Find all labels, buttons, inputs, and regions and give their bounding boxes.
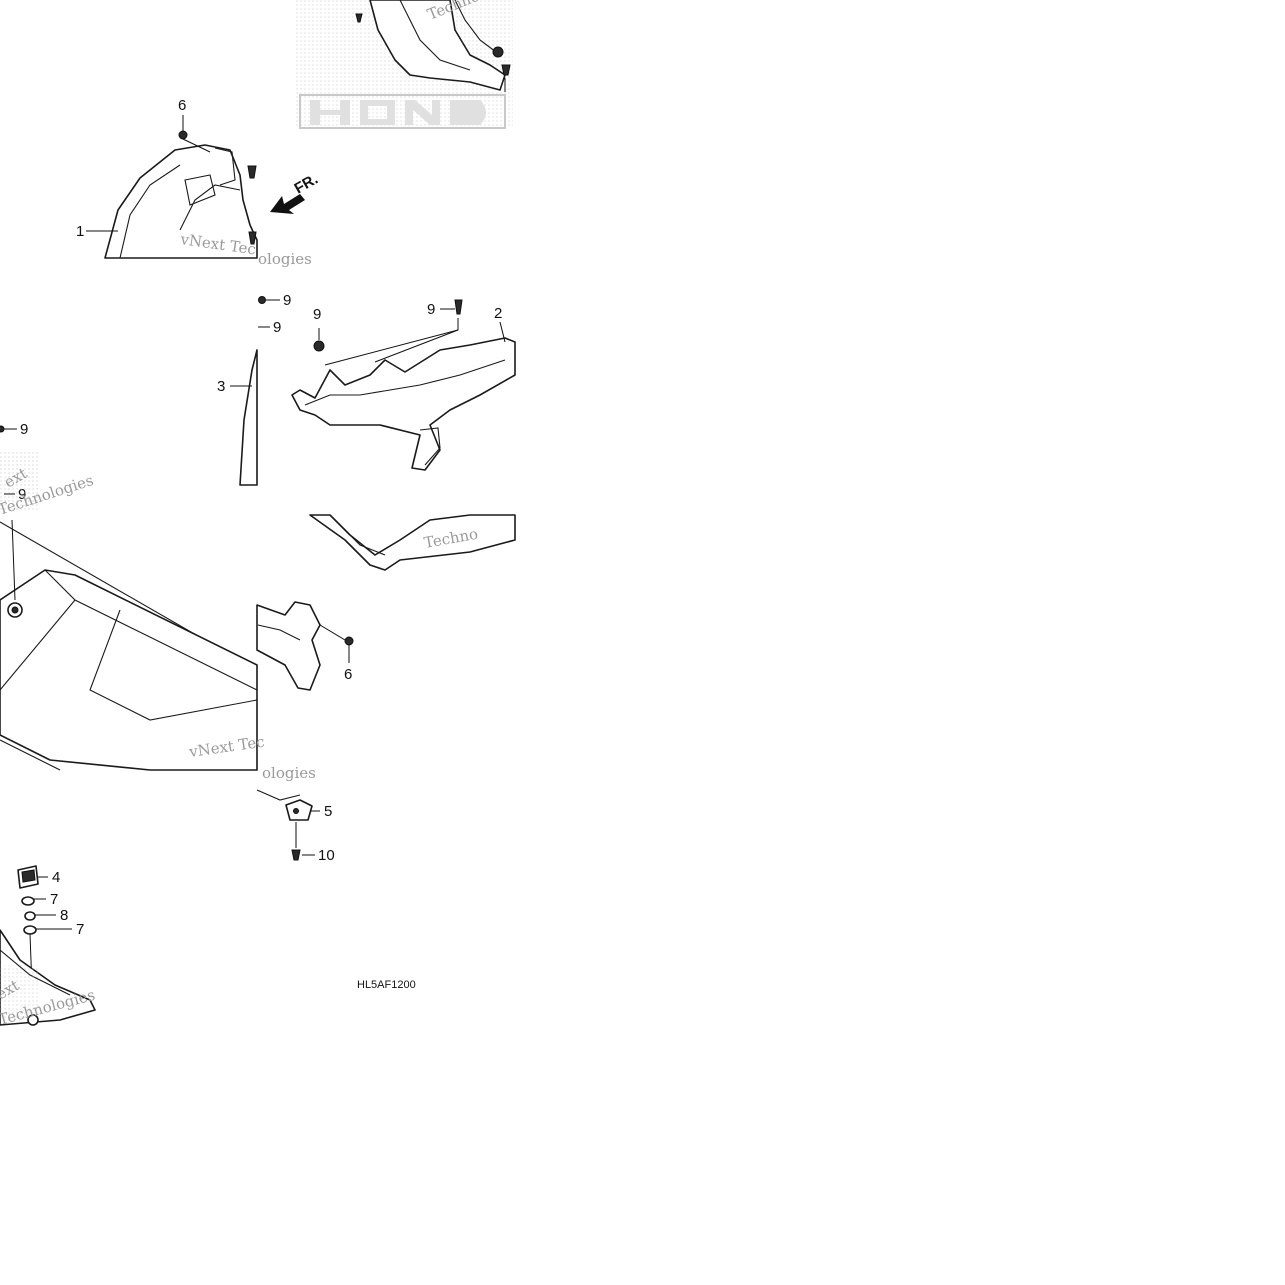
washer-icon <box>21 896 35 906</box>
callout-7: 7 <box>50 891 58 908</box>
callout-8: 8 <box>60 907 68 924</box>
panel-seat-cover: vNext Tec <box>0 519 266 771</box>
grommet-icon <box>313 340 325 352</box>
side-rail-part-2 <box>291 337 516 471</box>
bracket-part <box>285 799 313 821</box>
callout-5: 5 <box>324 803 332 820</box>
panel-rear-fragment: Techno <box>309 514 516 571</box>
callout-7: 7 <box>76 921 84 938</box>
callout-1: 1 <box>76 223 84 240</box>
rear-fender-part <box>369 0 506 91</box>
side-rail-part <box>239 349 258 486</box>
callout-9: 9 <box>20 421 28 438</box>
seat-cover-part <box>0 569 258 771</box>
front-direction-label: FR. <box>292 171 321 198</box>
rear-panel-part <box>309 514 516 571</box>
panel-top-right: Techno <box>295 0 513 129</box>
side-trim-part <box>256 601 321 691</box>
callout-9: 9 <box>273 319 281 336</box>
panel-side-trim: 6 <box>256 601 354 691</box>
honda-logo-watermark <box>299 94 506 129</box>
callout-2: 2 <box>494 305 502 322</box>
callout-4: 4 <box>52 869 60 886</box>
callout-9: 9 <box>313 306 321 323</box>
bolt-icon <box>501 64 511 76</box>
panel-parts-5-10: ologies 5 10 <box>256 764 335 864</box>
diagram-code: HL5AF1200 <box>357 979 416 991</box>
clip-icon <box>248 231 257 245</box>
front-direction-arrow: FR. <box>270 171 321 214</box>
callout-9: 9 <box>283 292 291 309</box>
callout-9: 9 <box>427 301 435 318</box>
bolt-icon <box>291 849 301 861</box>
panel-left-clips: 9 9 ext Technologies <box>0 421 96 519</box>
washer-icon <box>24 911 36 921</box>
panel-parts-2-3: 9 9 3 9 9 2 <box>217 292 516 486</box>
watermark-text: ologies <box>262 764 316 782</box>
watermark-text: ologies <box>258 250 312 268</box>
clip-icon <box>0 425 5 433</box>
screw-icon <box>178 130 188 140</box>
callout-6: 6 <box>178 97 186 114</box>
clip-icon <box>247 165 257 179</box>
callout-3: 3 <box>217 378 225 395</box>
callout-6: 6 <box>344 666 352 683</box>
screw-icon <box>344 636 354 646</box>
side-cover-part <box>104 144 258 259</box>
washer-icon <box>23 925 37 935</box>
clip-icon <box>355 13 363 23</box>
callout-10: 10 <box>318 847 335 864</box>
panel-part-1: 6 1 vNext Tec <box>76 97 258 259</box>
clip-icon <box>258 296 266 304</box>
clip-icon <box>454 299 463 315</box>
panel-knob-washers: 4 7 8 7 ext Technologies <box>0 865 97 1029</box>
clip-icon <box>492 46 504 58</box>
